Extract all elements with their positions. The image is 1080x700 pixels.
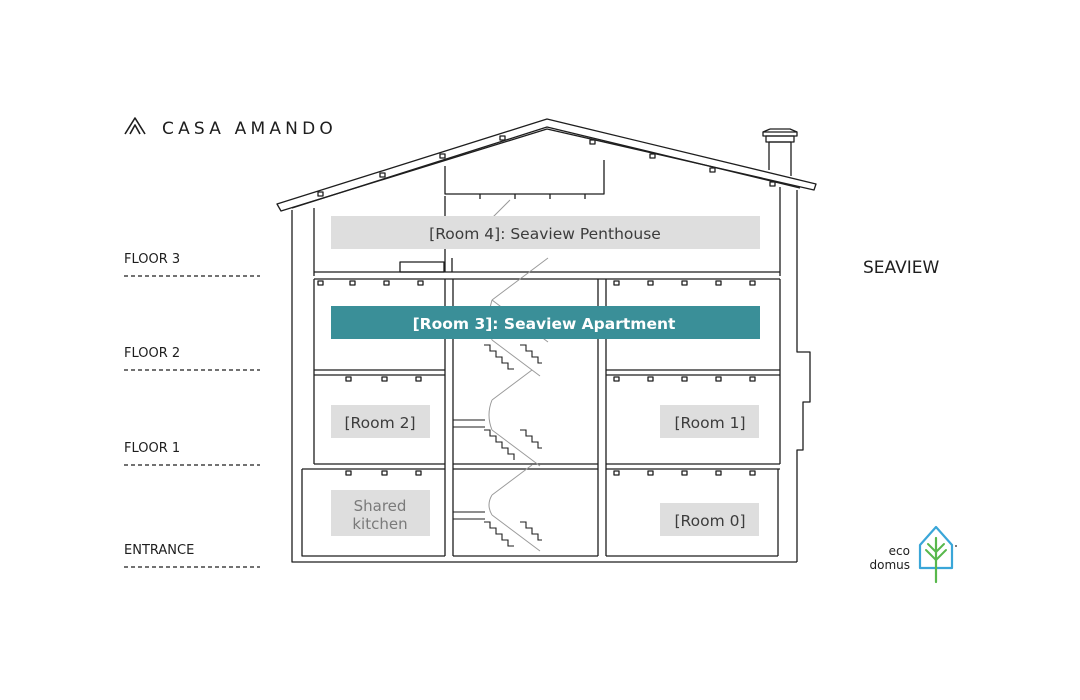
floor-labels: FLOOR 3 FLOOR 2 FLOOR 1 ENTRANCE: [124, 252, 194, 558]
floor-2-slab-left: [314, 369, 445, 376]
floor-2-label: FLOOR 2: [124, 346, 180, 361]
seaview-label: SEAVIEW: [863, 258, 939, 278]
stair-flight-1a: [491, 429, 541, 467]
ground-left-room: [301, 469, 314, 557]
brand-name: CASA AMANDO: [162, 119, 337, 139]
floor-1-label: FLOOR 1: [124, 441, 180, 456]
room-2-box[interactable]: [Room 2]: [331, 405, 430, 438]
floor-3-slab: [314, 271, 780, 280]
eco-trademark-dot: [955, 545, 957, 547]
room-1-label: [Room 1]: [674, 414, 745, 432]
eco-domus-logo: eco domus: [869, 525, 957, 584]
eco-domus-line1: eco: [889, 544, 910, 558]
chimney: [762, 128, 798, 176]
eco-domus-line2: domus: [869, 558, 910, 572]
room-0-box[interactable]: [Room 0]: [660, 503, 759, 536]
casa-amando-logo-icon: [124, 117, 146, 135]
roof-outline: [276, 118, 817, 212]
left-outer-wall: [291, 210, 797, 563]
attic-loft-posts: [479, 194, 586, 199]
floor-2-slab-right: [606, 369, 780, 376]
room-4-box[interactable]: [Room 4]: Seaview Penthouse: [331, 216, 760, 249]
shared-kitchen-box[interactable]: Shared kitchen: [331, 490, 430, 536]
roof-rafters: [317, 135, 776, 197]
room-2-label: [Room 2]: [344, 414, 415, 432]
building-structure: [276, 118, 817, 563]
ceiling-beams: [317, 280, 756, 476]
eco-house-tree-icon: [918, 525, 954, 584]
room-1-box[interactable]: [Room 1]: [660, 405, 759, 438]
attic-loft: [444, 160, 605, 195]
right-outer-wall: [796, 190, 811, 562]
floor-1-core-landing: [453, 463, 598, 470]
floor-1-slab-left: [302, 463, 445, 470]
stair-flight-0: [491, 514, 541, 552]
room-0-label: [Room 0]: [674, 512, 745, 530]
stair-flight-2a: [491, 339, 541, 377]
brand-logo: CASA AMANDO: [124, 117, 337, 139]
stair-flight-3a: [491, 257, 549, 301]
floor-3-stair-step-box: [399, 261, 445, 273]
floor-dashed-lines: [124, 275, 260, 568]
floor-1-slab-right: [606, 463, 780, 470]
stair-flight-2b: [491, 369, 533, 401]
staircase: [483, 199, 549, 552]
entrance-label: ENTRANCE: [124, 543, 194, 558]
roof-inner-line: [291, 126, 801, 209]
shared-kitchen-label-line1: Shared: [354, 497, 407, 515]
shared-kitchen-label-line2: kitchen: [352, 515, 407, 533]
stair-flight-1b: [491, 464, 533, 496]
room-3-label: [Room 3]: Seaview Apartment: [413, 315, 676, 333]
room-3-box[interactable]: [Room 3]: Seaview Apartment: [331, 306, 760, 339]
staircase-dark-steps: [453, 344, 542, 547]
floor-3-label: FLOOR 3: [124, 252, 180, 267]
room-4-label: [Room 4]: Seaview Penthouse: [429, 225, 661, 243]
